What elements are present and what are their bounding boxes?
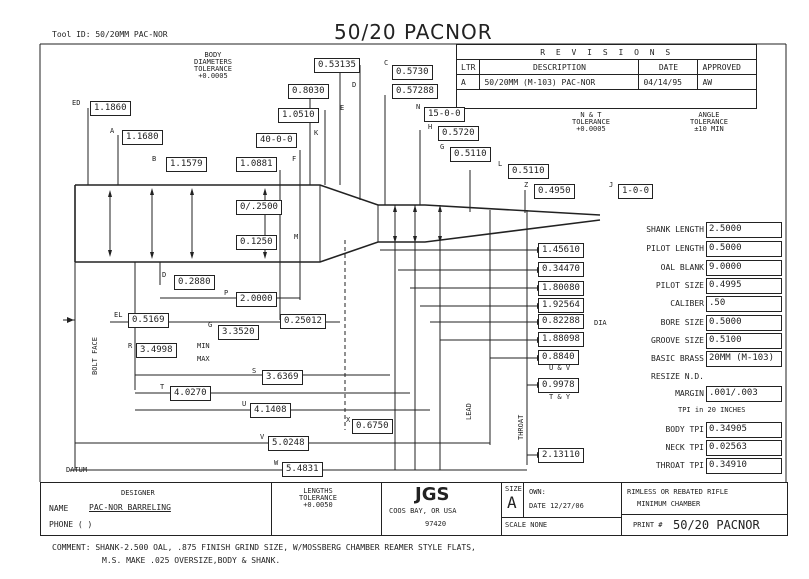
dim-el: 0.5169 — [128, 313, 169, 328]
title-block: DESIGNER NAME PAC-NOR BARRELING PHONE ( … — [40, 482, 788, 536]
dim-r: 3.4998 — [136, 343, 177, 358]
designer-cell: DESIGNER NAME PAC-NOR BARRELING PHONE ( … — [41, 483, 272, 535]
dim-v9: 2.13110 — [538, 448, 584, 463]
dim-d: 0.8030 — [288, 84, 329, 99]
dim-a: 1.1680 — [122, 130, 163, 145]
dim-v4: 1.92564 — [538, 298, 584, 313]
dim-j: 1-0-0 — [618, 184, 654, 199]
uv-label: U & V — [549, 364, 571, 372]
dia-label: DIA — [594, 319, 607, 327]
dim-n: 15-0-0 — [424, 107, 465, 122]
dim-v6: 1.88098 — [538, 332, 584, 347]
max-label: MAX — [197, 355, 210, 363]
bolt-face-label: BOLT FACE — [91, 337, 99, 375]
throat-label: THROAT — [517, 414, 525, 440]
designer-name: PAC-NOR BARRELING — [89, 503, 171, 512]
dim-ed: 1.1860 — [90, 101, 131, 116]
dim-r2500: 0/.2500 — [236, 200, 282, 215]
dim-g: 0.5110 — [450, 147, 491, 162]
company-logo: JGS — [415, 484, 450, 505]
tool-id: Tool ID: 50/20MM PAC-NOR — [52, 30, 168, 39]
dim-b: 1.1579 — [166, 157, 207, 172]
dim-f: 1.0881 — [236, 157, 277, 172]
dim-p: 2.0000 — [236, 292, 277, 307]
rev-ltr: A — [455, 74, 481, 90]
dim-l: 0.5110 — [508, 164, 549, 179]
dim-v2: 0.34470 — [538, 262, 584, 277]
dim-h: 0.5720 — [438, 126, 479, 141]
body-tolerance-note: BODY DIAMETERS TOLERANCE +0.0005 — [194, 51, 232, 80]
dim-k: 40-0-0 — [256, 133, 297, 148]
comment-line-2: M.S. MAKE .025 OVERSIZE,BODY & SHANK. — [102, 556, 281, 565]
drawing-title: 50/20 PACNOR — [334, 20, 493, 44]
ty-label: T & Y — [549, 393, 571, 401]
lengths-tolerance: LENGTHS TOLERANCE +0.0050 — [299, 487, 337, 509]
lead-label: LEAD — [465, 403, 473, 420]
dim-w: 5.4831 — [282, 462, 323, 477]
spec-row: MARGIN.001/.003 — [620, 386, 782, 402]
dim-m: 0.1250 — [236, 235, 277, 250]
spec-row: RESIZE N.D. — [651, 372, 704, 381]
dim-c: 0.53135 — [314, 58, 360, 73]
nt-tolerance-note: N & T TOLERANCE +0.0005 — [572, 111, 610, 133]
min-label: MIN — [197, 342, 210, 350]
comment-line-1: COMMENT: SHANK-2.500 OAL, .875 FINISH GR… — [52, 543, 476, 552]
table-row: A 50/20MM (M-103) PAC-NOR 04/14/95 AW — [455, 74, 758, 90]
dim-t: 4.0270 — [170, 386, 211, 401]
revisions-table: R E V I S I O N S LTR DESCRIPTION DATE A… — [455, 44, 758, 109]
dim-v: 5.0248 — [268, 436, 309, 451]
dim-v7: 0.8840 — [538, 350, 579, 365]
dim-v3: 1.80080 — [538, 281, 584, 296]
dim-s: 3.6369 — [262, 370, 303, 385]
dim-r25012: 0.25012 — [280, 314, 326, 329]
dim-cc: 0.5730 — [392, 65, 433, 80]
size-value: A — [507, 493, 517, 512]
dim-x: 0.6750 — [352, 419, 393, 434]
dim-v8: 0.9978 — [538, 378, 579, 393]
dim-u: 4.1408 — [250, 403, 291, 418]
dim-dd: 0.2880 — [174, 275, 215, 290]
print-number: 50/20 PACNOR — [673, 518, 760, 532]
angle-tolerance-note: ANGLE TOLERANCE ±10 MIN — [690, 111, 728, 133]
dim-v5: 0.82288 — [538, 314, 584, 329]
dim-ii: 0.57288 — [392, 84, 438, 99]
spec-row: CALIBER.50 — [620, 296, 782, 312]
dim-e: 1.0510 — [278, 108, 319, 123]
dim-v1: 1.45610 — [538, 243, 584, 258]
tpi-heading: TPI in 20 INCHES — [678, 406, 746, 414]
dim-z: 0.4950 — [534, 184, 575, 199]
datum-label: DATUM — [66, 466, 88, 474]
dim-gg: 3.3520 — [218, 325, 259, 340]
